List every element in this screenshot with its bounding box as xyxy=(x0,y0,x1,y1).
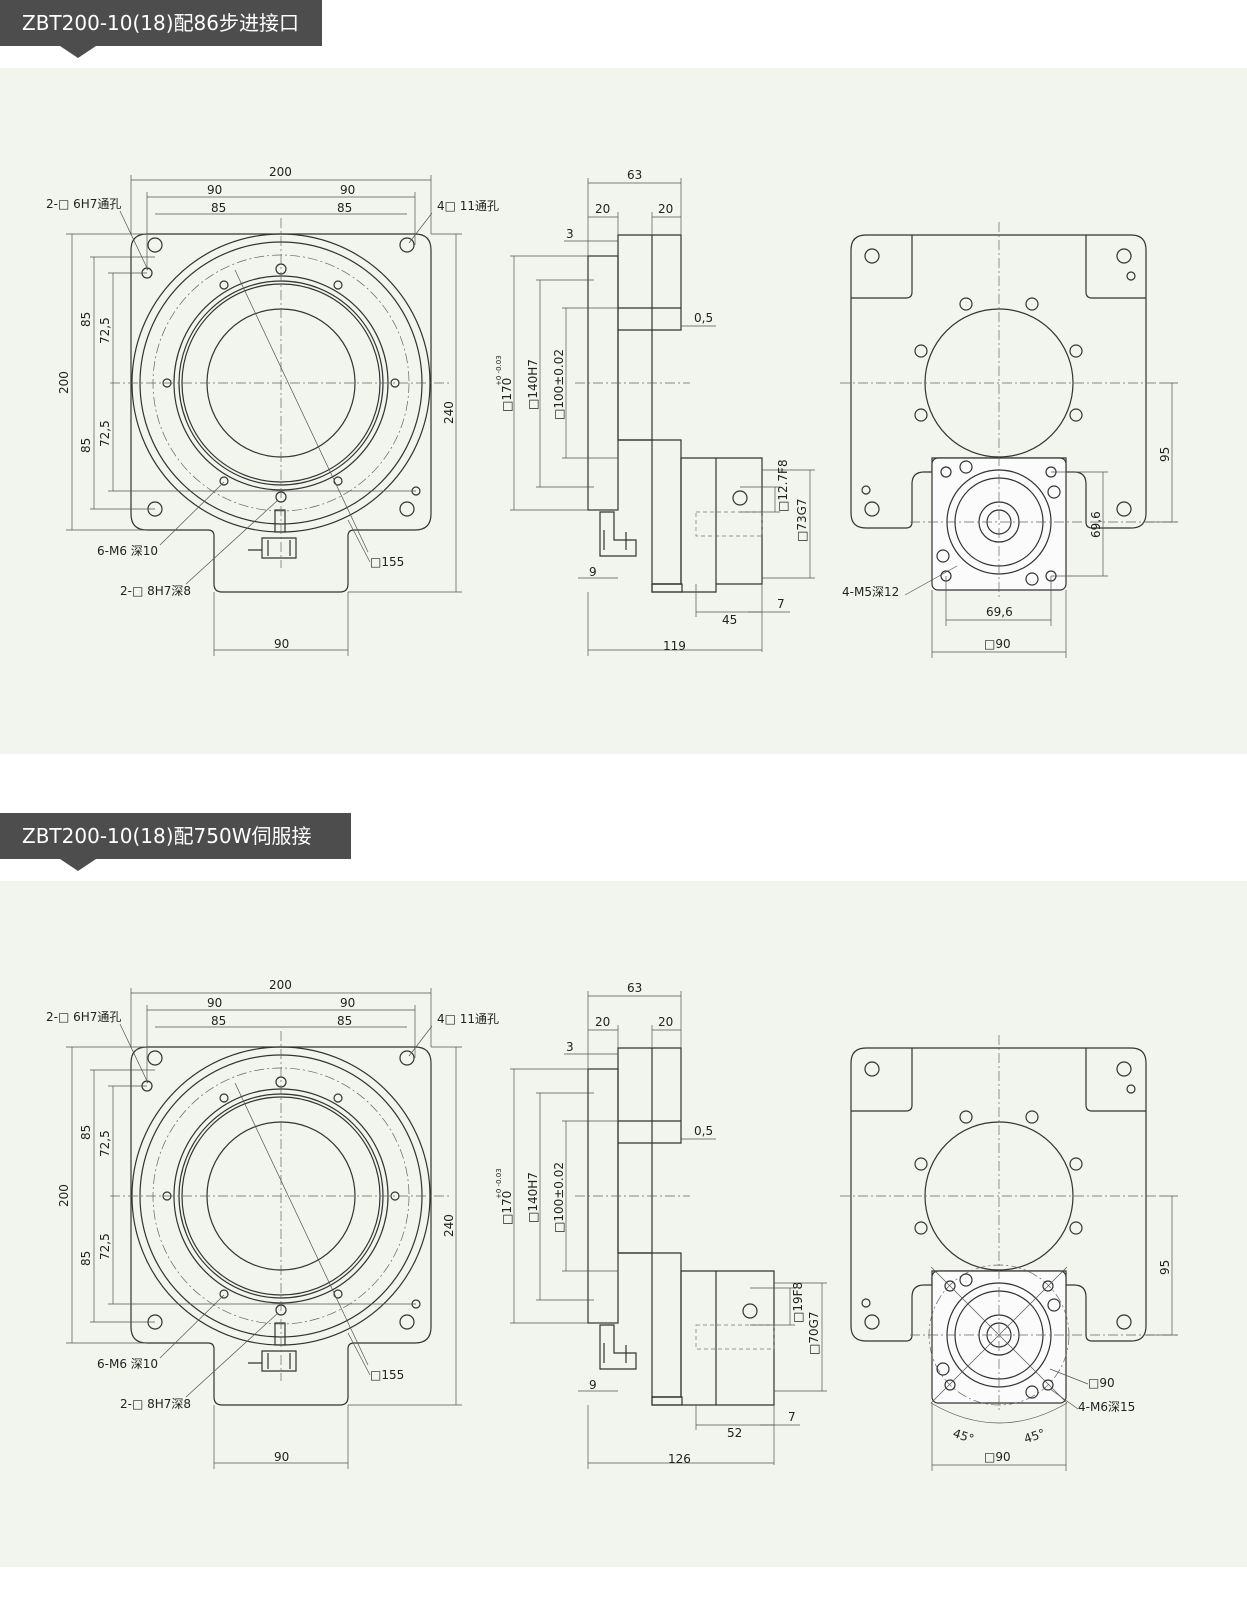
section-title-text: ZBT200-10(18)配750W伺服接口 xyxy=(22,824,312,894)
label-dia155: □155 xyxy=(370,1368,404,1382)
dim-half-left: 90 xyxy=(207,996,222,1010)
rear-view: 95 □90 4-M6深15 45° 45° □90 xyxy=(840,1035,1180,1471)
dim-half-left: 90 xyxy=(207,183,222,197)
label-tap: 6-M6 深10 xyxy=(97,544,158,558)
dim-left-72a: 72,5 xyxy=(98,317,112,344)
label-pin-hole: 2-□ 6H7通孔 xyxy=(46,1010,121,1024)
dim-left-85a: 85 xyxy=(79,312,93,327)
dim-w63: 63 xyxy=(627,981,642,995)
dim-bottom-90: 90 xyxy=(274,1450,289,1464)
dim-pcd-left: 85 xyxy=(211,201,226,215)
dim-shaft: □12.7F8 xyxy=(776,459,790,512)
dim-sq90: □90 xyxy=(984,637,1011,651)
side-view: 63 20 20 3 0,5 □170 +0 -0.03 □140H7 □100… xyxy=(495,981,827,1469)
section-title-stepper: ZBT200-10(18)配86步进接口 xyxy=(0,0,322,58)
dim-half-right: 90 xyxy=(340,183,355,197)
dim-d170: □170 xyxy=(500,1191,514,1225)
dim-w9: 9 xyxy=(589,565,597,579)
technical-drawing-servo: 200 90 90 85 85 2-□ 6H7通孔 4□ 11通孔 200 85… xyxy=(46,978,1180,1471)
dim-left-85b: 85 xyxy=(79,1251,93,1266)
dim-left-72a: 72,5 xyxy=(98,1130,112,1157)
top-view: 200 90 90 85 85 2-□ 6H7通孔 4□ 11通孔 200 85… xyxy=(46,978,499,1469)
dim-d140: □140H7 xyxy=(526,359,540,410)
dim-bottom-90: 90 xyxy=(274,637,289,651)
dim-gap: 0,5 xyxy=(694,1124,713,1138)
dim-w9: 9 xyxy=(589,1378,597,1392)
label-tap: 6-M6 深10 xyxy=(97,1357,158,1371)
label-thru-hole: 4□ 11通孔 xyxy=(437,199,499,213)
dim-gap: 0,5 xyxy=(694,311,713,325)
dim-right-240: 240 xyxy=(442,401,456,424)
drawing-panel-servo: 200 90 90 85 85 2-□ 6H7通孔 4□ 11通孔 200 85… xyxy=(0,881,1247,1567)
side-view: 63 20 20 3 0,5 □170 +0 -0.03 □140H7 □100… xyxy=(495,168,815,656)
dim-w119: 119 xyxy=(663,639,686,653)
drawing-panel-stepper: 200 90 90 85 85 2-□ 6H7通孔 4□ 11通孔 200 85… xyxy=(0,68,1247,754)
label-tap-m6: 4-M6深15 xyxy=(1078,1400,1135,1414)
dim-left-85b: 85 xyxy=(79,438,93,453)
dim-left-200: 200 xyxy=(57,1184,71,1207)
label-sq90-circle: □90 xyxy=(1088,1376,1115,1390)
dim-w63: 63 xyxy=(627,168,642,182)
dim-d170: □170 xyxy=(500,378,514,412)
label-dowel: 2-□ 8H7深8 xyxy=(120,584,191,598)
section-title-text: ZBT200-10(18)配86步进接口 xyxy=(22,11,299,35)
dim-shaft: □19F8 xyxy=(791,1282,805,1323)
dim-d170-tol: +0 -0.03 xyxy=(495,1168,503,1199)
dim-h95: 95 xyxy=(1158,1260,1172,1275)
dim-pilot: □73G7 xyxy=(795,498,809,542)
top-view: 200 90 90 85 85 2-□ 6H7通孔 4□ 11通孔 200 85… xyxy=(46,165,499,656)
dim-d100: □100±0.02 xyxy=(552,1162,566,1233)
dim-overall-width: 200 xyxy=(269,165,292,179)
dim-w126: 126 xyxy=(668,1452,691,1466)
dim-w3: 3 xyxy=(566,227,574,241)
dim-w20a: 20 xyxy=(595,202,610,216)
dim-h95: 95 xyxy=(1158,447,1172,462)
dim-pcd-right: 85 xyxy=(337,201,352,215)
dim-w20a: 20 xyxy=(595,1015,610,1029)
dim-w52: 52 xyxy=(727,1426,742,1440)
dim-w7: 7 xyxy=(777,597,785,611)
label-tap-m5: 4-M5深12 xyxy=(842,585,899,599)
dim-sq90: □90 xyxy=(984,1450,1011,1464)
dim-w7: 7 xyxy=(788,1410,796,1424)
label-dia155: □155 xyxy=(370,555,404,569)
rear-view: 95 69,6 69,6 □90 4-M5深12 xyxy=(840,222,1180,658)
dim-d100: □100±0.02 xyxy=(552,349,566,420)
dim-pcd-right: 85 xyxy=(337,1014,352,1028)
base-outline xyxy=(130,233,432,593)
dim-pcd-left: 85 xyxy=(211,1014,226,1028)
dim-overall-width: 200 xyxy=(269,978,292,992)
label-thru-hole: 4□ 11通孔 xyxy=(437,1012,499,1026)
dim-half-right: 90 xyxy=(340,996,355,1010)
dim-angle-right: 45° xyxy=(1022,1426,1047,1446)
dim-left-200: 200 xyxy=(57,371,71,394)
dim-w20b: 20 xyxy=(658,202,673,216)
dim-angle-left: 45° xyxy=(951,1426,976,1446)
dim-h69: 69,6 xyxy=(986,605,1013,619)
dim-pilot: □70G7 xyxy=(807,1311,821,1355)
section-title-servo: ZBT200-10(18)配750W伺服接口 xyxy=(0,813,351,894)
dim-d140: □140H7 xyxy=(526,1172,540,1223)
dim-w45: 45 xyxy=(722,613,737,627)
dim-w20b: 20 xyxy=(658,1015,673,1029)
label-pin-hole: 2-□ 6H7通孔 xyxy=(46,197,121,211)
dim-left-72b: 72,5 xyxy=(98,420,112,447)
dim-right-240: 240 xyxy=(442,1214,456,1237)
label-dowel: 2-□ 8H7深8 xyxy=(120,1397,191,1411)
dim-v69: 69,6 xyxy=(1089,511,1103,538)
technical-drawing-stepper: 200 90 90 85 85 2-□ 6H7通孔 4□ 11通孔 200 85… xyxy=(46,165,1180,658)
dim-left-72b: 72,5 xyxy=(98,1233,112,1260)
dim-w3: 3 xyxy=(566,1040,574,1054)
dim-left-85a: 85 xyxy=(79,1125,93,1140)
dim-d170-tol: +0 -0.03 xyxy=(495,355,503,386)
